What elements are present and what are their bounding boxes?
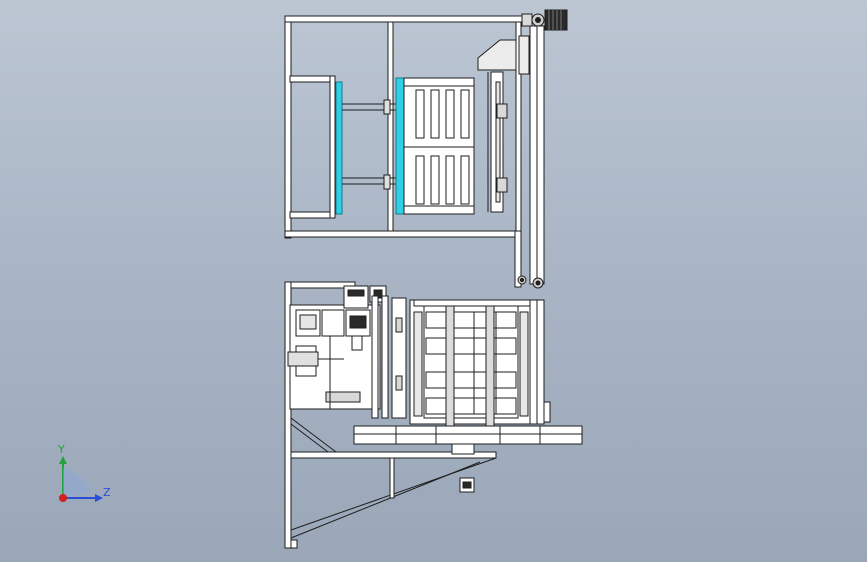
z-axis-label: Z (103, 486, 111, 499)
base-plate (353, 425, 583, 445)
axis-triad (59, 456, 103, 502)
lower-frame-assembly (284, 281, 583, 549)
right-guide (529, 299, 551, 425)
guide-rods (342, 99, 396, 190)
wedge-bracket (477, 35, 530, 75)
vertical-bars (371, 295, 407, 419)
right-slide (487, 71, 508, 213)
support-frame (290, 417, 497, 549)
left-table (289, 75, 343, 219)
y-axis-arrow (59, 456, 67, 464)
y-axis-label: Y (58, 443, 65, 456)
z-axis-arrow (95, 494, 103, 502)
lift-column (517, 25, 545, 289)
drive-motor (521, 9, 568, 31)
gripper-plate (395, 77, 475, 215)
product-rack (409, 299, 541, 445)
upper-frame-assembly (284, 9, 568, 289)
control-module (287, 285, 387, 410)
x-axis-dot (59, 494, 67, 502)
